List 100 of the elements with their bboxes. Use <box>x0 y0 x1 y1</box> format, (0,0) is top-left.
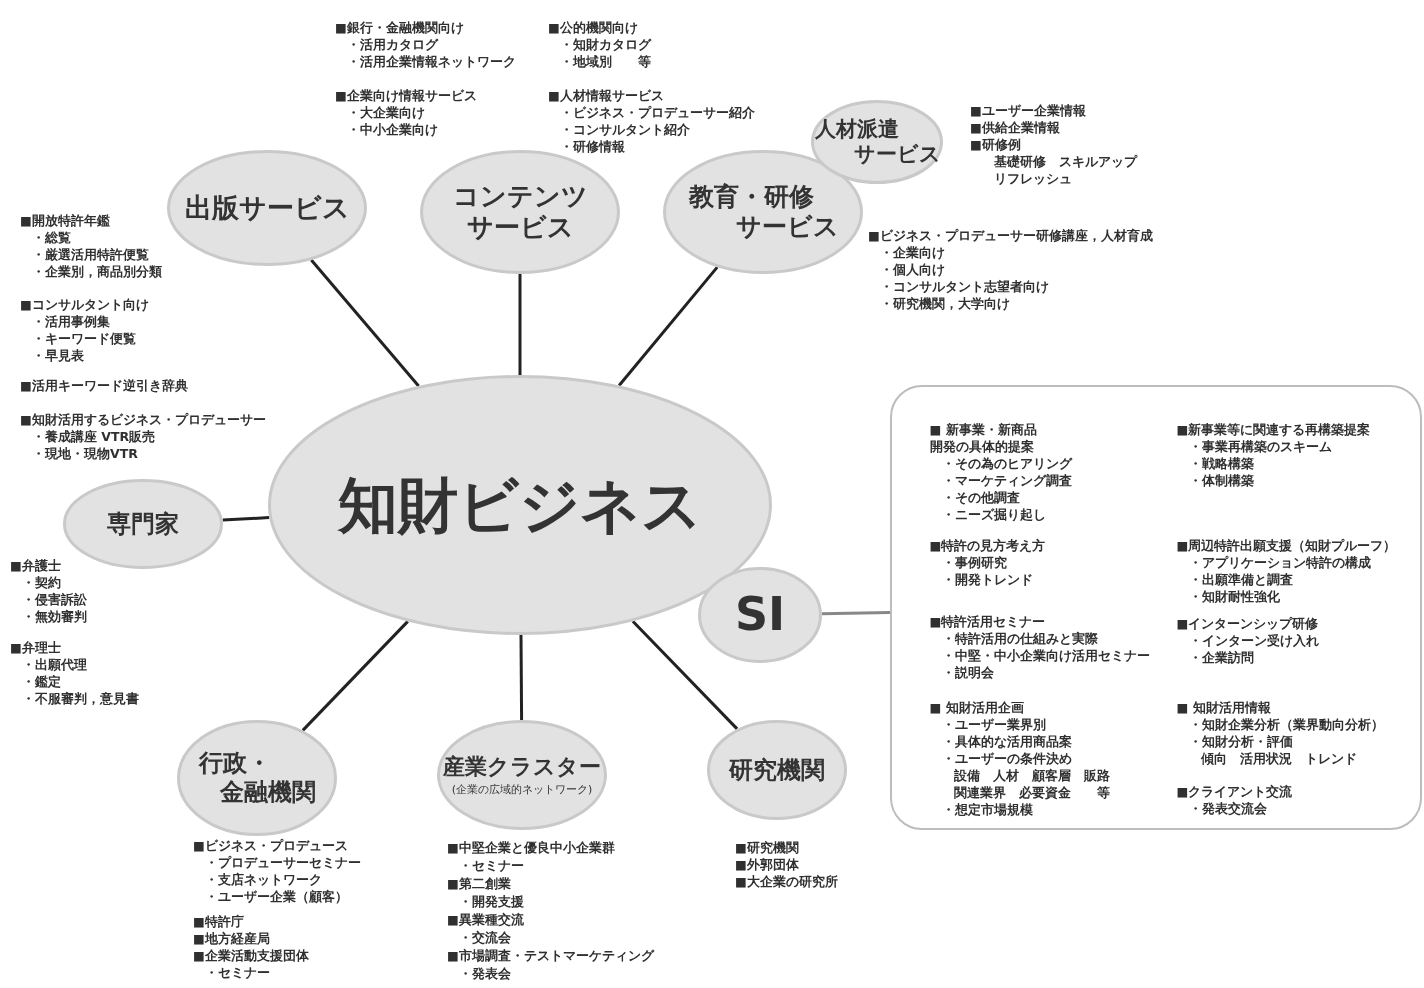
list-item: ■中堅企業と優良中小企業群 <box>447 840 615 855</box>
list-item: ・知財カタログ <box>560 37 651 52</box>
list-item: ■研究機関 <box>735 840 799 855</box>
list-item: ■クライアント交流 <box>1176 783 1293 799</box>
list-item: ・事例研究 <box>941 554 1007 570</box>
list-item: ■研修例 <box>970 137 1021 152</box>
list-item: ■弁理士 <box>10 640 61 655</box>
list-item: ・開発支援 <box>459 894 524 909</box>
ellipse-bubble <box>707 720 847 820</box>
connector-line <box>222 516 270 522</box>
list-item: ■開放特許年鑑 <box>20 213 110 228</box>
list-item: ・養成講座 VTR販売 <box>32 429 156 444</box>
list-item: ・アプリケーション特許の構成 <box>1188 554 1371 570</box>
list-item: ・コンサルタント志望者向け <box>880 279 1049 294</box>
ellipse-bubble <box>698 567 822 663</box>
list-item: ・企業向け <box>880 245 945 260</box>
list-item: ■市場調査・テストマーケティング <box>447 948 654 963</box>
list-item: ・出願代理 <box>22 657 87 672</box>
list-item: ・ビジネス・プロデューサー紹介 <box>560 105 755 120</box>
list-item: ■供給企業情報 <box>970 120 1060 135</box>
list-item: ・開発トレンド <box>941 571 1033 587</box>
list-item: ■コンサルタント向け <box>20 297 149 312</box>
list-item: ・早見表 <box>32 348 84 363</box>
list-item: ・知財分析・評価 <box>1188 733 1293 749</box>
list-item: ■ 新事業・新商品 <box>929 421 1037 437</box>
connector-line <box>519 635 524 720</box>
list-item: ・不服審判，意見書 <box>22 691 139 706</box>
list-item: ■異業種交流 <box>447 912 524 927</box>
list-item: ■特許活用セミナー <box>929 613 1046 629</box>
bubble-label: 産業クラスター <box>443 753 601 781</box>
bubble-label: 人材派遣サービス <box>813 116 941 168</box>
list-item: ・支店ネットワーク <box>205 872 322 887</box>
list-item: 傾向 活用状況 トレンド <box>1200 750 1357 766</box>
list-item: 基礎研修 スキルアップ <box>994 154 1137 169</box>
list-item: ・侵害訴訟 <box>22 592 87 607</box>
list-item: ・プロデューサーセミナー <box>205 855 361 870</box>
list-item: ・事業再構築のスキーム <box>1188 438 1332 454</box>
list-item: ・具体的な活用商品案 <box>941 733 1072 749</box>
list-item: ■第二創業 <box>447 876 511 891</box>
list-item: ・企業訪問 <box>1188 649 1254 665</box>
list-item: ・知財企業分析（業界動向分析） <box>1188 716 1384 732</box>
ellipse-bubble <box>177 720 337 836</box>
list-item: 開発の具体的提案 <box>929 438 1034 454</box>
list-item: ■企業活動支援団体 <box>193 948 309 963</box>
ellipse-bubble <box>63 479 223 569</box>
bubble-label: SI <box>734 587 786 643</box>
list-item: ■銀行・金融機関向け <box>335 20 464 35</box>
list-item: ・活用企業情報ネットワーク <box>347 54 516 69</box>
list-item: ・大企業向け <box>347 105 425 120</box>
ellipse-bubble <box>167 150 367 266</box>
list-item: ・現地・現物VTR <box>32 446 138 461</box>
list-item: ・総覧 <box>32 230 71 245</box>
list-item: ■特許の見方考え方 <box>929 537 1046 553</box>
bubble-label: 教育・研修サービス <box>687 182 839 242</box>
list-item: ・鑑定 <box>22 674 61 689</box>
list-item: ・中小企業向け <box>347 122 438 137</box>
list-item: ・知財耐性強化 <box>1188 588 1280 604</box>
list-item: ■新事業等に関連する再構築提案 <box>1176 421 1371 437</box>
list-item: ・ユーザーの条件決め <box>941 750 1072 766</box>
connector-line <box>821 611 891 616</box>
rounded-panel <box>890 385 1422 830</box>
bubble-label: 行政・金融機関 <box>197 749 317 807</box>
list-item: ・戦略構築 <box>1188 455 1254 471</box>
list-item: ・セミナー <box>205 965 270 980</box>
connector-line <box>301 620 409 732</box>
list-item: ・その為のヒアリング <box>941 455 1072 471</box>
list-item: ■公的機関向け <box>548 20 638 35</box>
list-item: ■大企業の研究所 <box>735 874 838 889</box>
bubble-subtitle: (企業の広域的ネットワーク) <box>451 783 593 797</box>
connector-line <box>518 274 522 375</box>
list-item: ・中堅・中小企業向け活用セミナー <box>941 647 1150 663</box>
list-item: ■ 知財活用情報 <box>1176 699 1271 715</box>
list-item: ■周辺特許出願支援（知財プルーフ） <box>1176 537 1397 553</box>
list-item: 設備 人材 顧客層 販路 <box>953 767 1110 783</box>
list-item: ・その他調査 <box>941 489 1020 505</box>
list-item: ・厳選活用特許便覧 <box>32 247 149 262</box>
bubble-label: コンテンツサービス <box>451 180 589 244</box>
list-item: ・研修情報 <box>560 139 625 154</box>
list-item: 関連業界 必要資金 等 <box>953 784 1110 800</box>
list-item: ■ 知財活用企画 <box>929 699 1024 715</box>
list-item: ・体制構築 <box>1188 472 1254 488</box>
list-item: ■インターンシップ研修 <box>1176 615 1319 631</box>
connector-line <box>310 259 420 387</box>
list-item: ■企業向け情報サービス <box>335 88 477 103</box>
list-item: ・特許活用の仕組みと実際 <box>941 630 1098 646</box>
list-item: ■特許庁 <box>193 914 244 929</box>
list-item: リフレッシュ <box>994 171 1072 186</box>
list-item: ・インターン受け入れ <box>1188 632 1319 648</box>
connector-line <box>631 620 739 730</box>
ellipse-bubble <box>437 720 607 830</box>
ellipse-bubble <box>811 100 943 184</box>
list-item: ・交流会 <box>459 930 511 945</box>
connector-line <box>617 266 719 387</box>
list-item: ■人材情報サービス <box>548 88 664 103</box>
list-item: ■活用キーワード逆引き辞典 <box>20 378 188 393</box>
list-item: ・契約 <box>22 575 61 590</box>
list-item: ・個人向け <box>880 262 945 277</box>
list-item: ・活用事例集 <box>32 314 110 329</box>
list-item: ・セミナー <box>459 858 524 873</box>
list-item: ・研究機関，大学向け <box>880 296 1010 311</box>
